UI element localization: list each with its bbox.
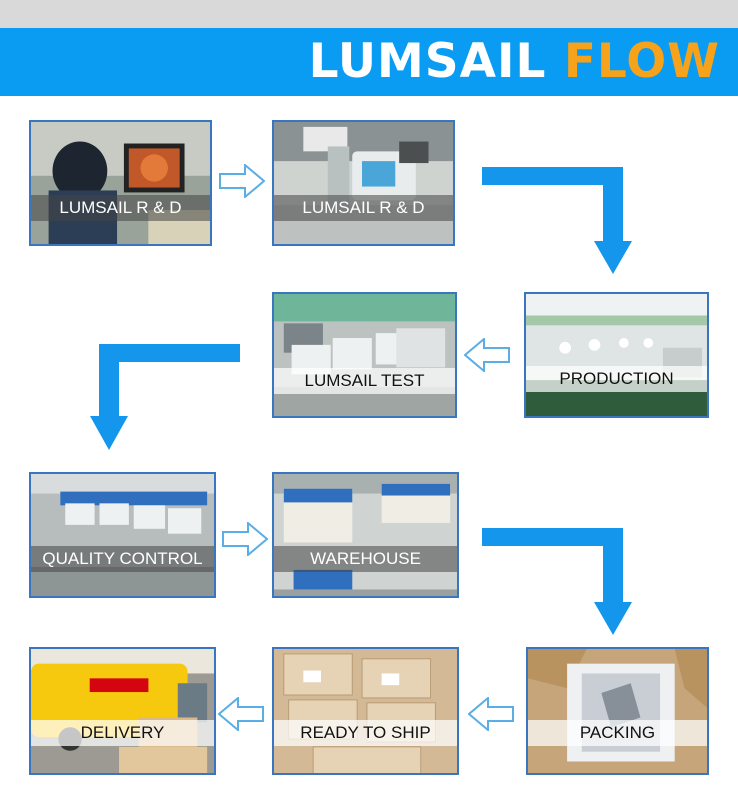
warehouse-photo xyxy=(274,474,457,596)
step-card-packing: PACKING xyxy=(526,647,709,775)
step-label: DELIVERY xyxy=(31,720,214,746)
title-accent: FLOW xyxy=(563,34,720,89)
step-card-production: PRODUCTION xyxy=(524,292,709,418)
test-bench-photo xyxy=(274,294,455,416)
step-label: QUALITY CONTROL xyxy=(31,546,214,572)
outline-arrow-left-icon xyxy=(218,697,264,731)
outline-arrow-left-icon xyxy=(468,697,514,731)
outline-arrow-right-icon xyxy=(219,164,265,198)
step-label: LUMSAIL R & D xyxy=(31,195,210,221)
step-label: WAREHOUSE xyxy=(274,546,457,572)
top-band xyxy=(0,0,738,28)
title-main: LUMSAIL xyxy=(308,34,547,89)
step-label: READY TO SHIP xyxy=(274,720,457,746)
flow-arrow-down-right-icon xyxy=(482,167,632,274)
outline-arrow-right-icon xyxy=(222,522,268,556)
step-card-delivery: DELIVERY xyxy=(29,647,216,775)
rnd-office-photo xyxy=(31,122,210,244)
step-label: LUMSAIL R & D xyxy=(274,195,453,221)
title-banner: LUMSAIL FLOW xyxy=(0,28,738,96)
flow-arrow-down-right-icon xyxy=(482,528,632,635)
page-title: LUMSAIL FLOW xyxy=(309,34,720,89)
step-label: PRODUCTION xyxy=(526,366,707,392)
delivery-van-photo xyxy=(31,649,214,773)
production-line-photo xyxy=(526,294,707,416)
rnd-lab-photo xyxy=(274,122,453,244)
step-card-rnd-2: LUMSAIL R & D xyxy=(272,120,455,246)
step-card-warehouse: WAREHOUSE xyxy=(272,472,459,598)
step-label: LUMSAIL TEST xyxy=(274,368,455,394)
flow-arrow-left-down-icon xyxy=(90,344,240,450)
packing-box-photo xyxy=(528,649,707,773)
step-card-rnd-1: LUMSAIL R & D xyxy=(29,120,212,246)
step-card-test: LUMSAIL TEST xyxy=(272,292,457,418)
step-card-ready-to-ship: READY TO SHIP xyxy=(272,647,459,775)
outline-arrow-left-icon xyxy=(464,338,510,372)
step-label: PACKING xyxy=(528,720,707,746)
quality-control-photo xyxy=(31,474,214,596)
boxes-photo xyxy=(274,649,457,773)
step-card-quality-control: QUALITY CONTROL xyxy=(29,472,216,598)
